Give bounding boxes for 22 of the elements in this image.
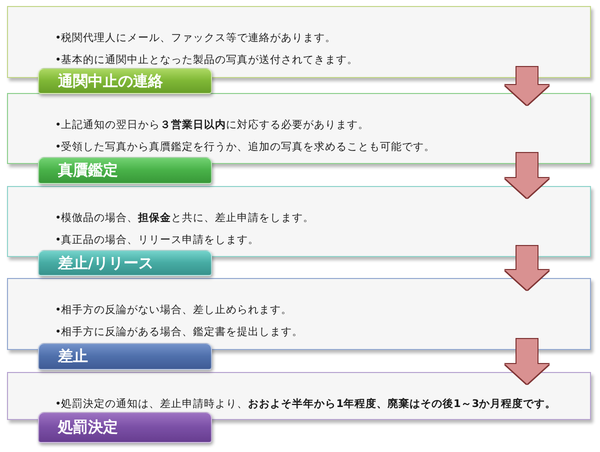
text-panel [7,93,591,164]
block-arrow [505,339,549,384]
bullet-text: •上記通知の翌日から３営業日以内に対応する必要があります。 [55,118,370,133]
heading-tab: 差止/リリース [38,250,212,276]
heading-tab: 差止 [38,343,212,370]
heading-tab: 通関中止の連絡 [38,68,212,94]
bullet-text: •模倣品の場合、担保金と共に、差止申請をします。 [55,211,314,226]
bullet-text: •基本的に通関中止となった製品の写真が送付されてきます。 [55,53,358,68]
bullet-text: •税関代理人にメール、ファックス等で連絡があります。 [55,31,336,46]
block-arrow [505,246,549,290]
block-arrow [505,153,549,198]
bullet-text: •処罰決定の通知は、差止申請時より、おおよそ半年から1年程度、廃棄はその後1～3か月程度です。 [55,396,556,412]
text-panel [7,278,591,350]
bullet-text: •受領した写真から真贋鑑定を行うか、追加の写真を求めることも可能です。 [55,140,436,155]
text-panel [7,372,591,420]
heading-tab: 真贋鑑定 [38,157,212,184]
bullet-text: •相手方に反論がある場合、鑑定書を提出します。 [55,325,304,340]
block-arrow [505,67,549,105]
text-panel [7,186,591,257]
heading-tab: 処罰決定 [38,412,212,443]
bullet-text: •真正品の場合、リリース申請をします。 [55,233,260,248]
bullet-text: •相手方の反論がない場合、差し止められます。 [55,303,292,318]
